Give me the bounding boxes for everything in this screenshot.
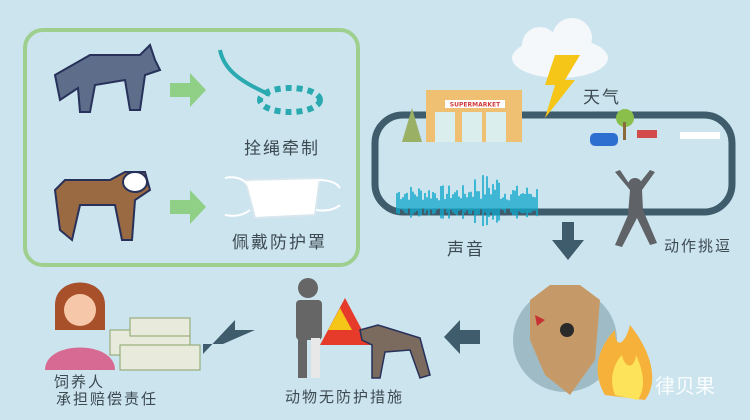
wolf-dog-icon	[53, 43, 162, 113]
supermarket-icon: SUPERMARKET	[402, 90, 522, 142]
leash-label: 拴绳牵制	[244, 139, 320, 159]
arrow-left-icon	[444, 320, 480, 354]
cloud-lightning-icon	[512, 18, 608, 118]
wolf-dog-icon	[359, 324, 431, 379]
no-protection-label: 动物无防护措施	[285, 388, 405, 406]
st-bernard-dog-icon	[53, 171, 152, 242]
fire-icon	[597, 325, 653, 400]
watermark: 律贝果	[655, 374, 715, 398]
jumping-person-icon	[615, 170, 657, 247]
arrow-down-icon	[552, 222, 584, 260]
muzzle-label: 佩戴防护罩	[232, 233, 327, 253]
leash-icon	[218, 49, 323, 115]
provocation-label: 动作挑逗	[664, 237, 733, 255]
arrow-right-icon	[170, 190, 206, 224]
sound-wave-icon	[396, 175, 538, 226]
owner-label-line1: 饲养人	[54, 373, 106, 391]
prevention-frame	[23, 28, 360, 267]
owner-woman-icon	[45, 282, 115, 370]
money-stack-icon	[109, 317, 201, 371]
angry-dog-icon	[513, 285, 617, 395]
trigger-loop	[371, 111, 736, 216]
muzzle-mask-icon	[224, 176, 341, 220]
sound-label: 声音	[447, 240, 485, 260]
arrow-left-icon	[203, 320, 255, 354]
svg-text:SUPERMARKET: SUPERMARKET	[450, 102, 501, 109]
arrow-right-icon	[170, 73, 206, 107]
street-scene-icon	[590, 109, 720, 146]
injured-person-icon	[296, 278, 322, 378]
weather-label: 天气	[583, 88, 621, 108]
owner-label-line2: 承担赔偿责任	[56, 390, 159, 408]
